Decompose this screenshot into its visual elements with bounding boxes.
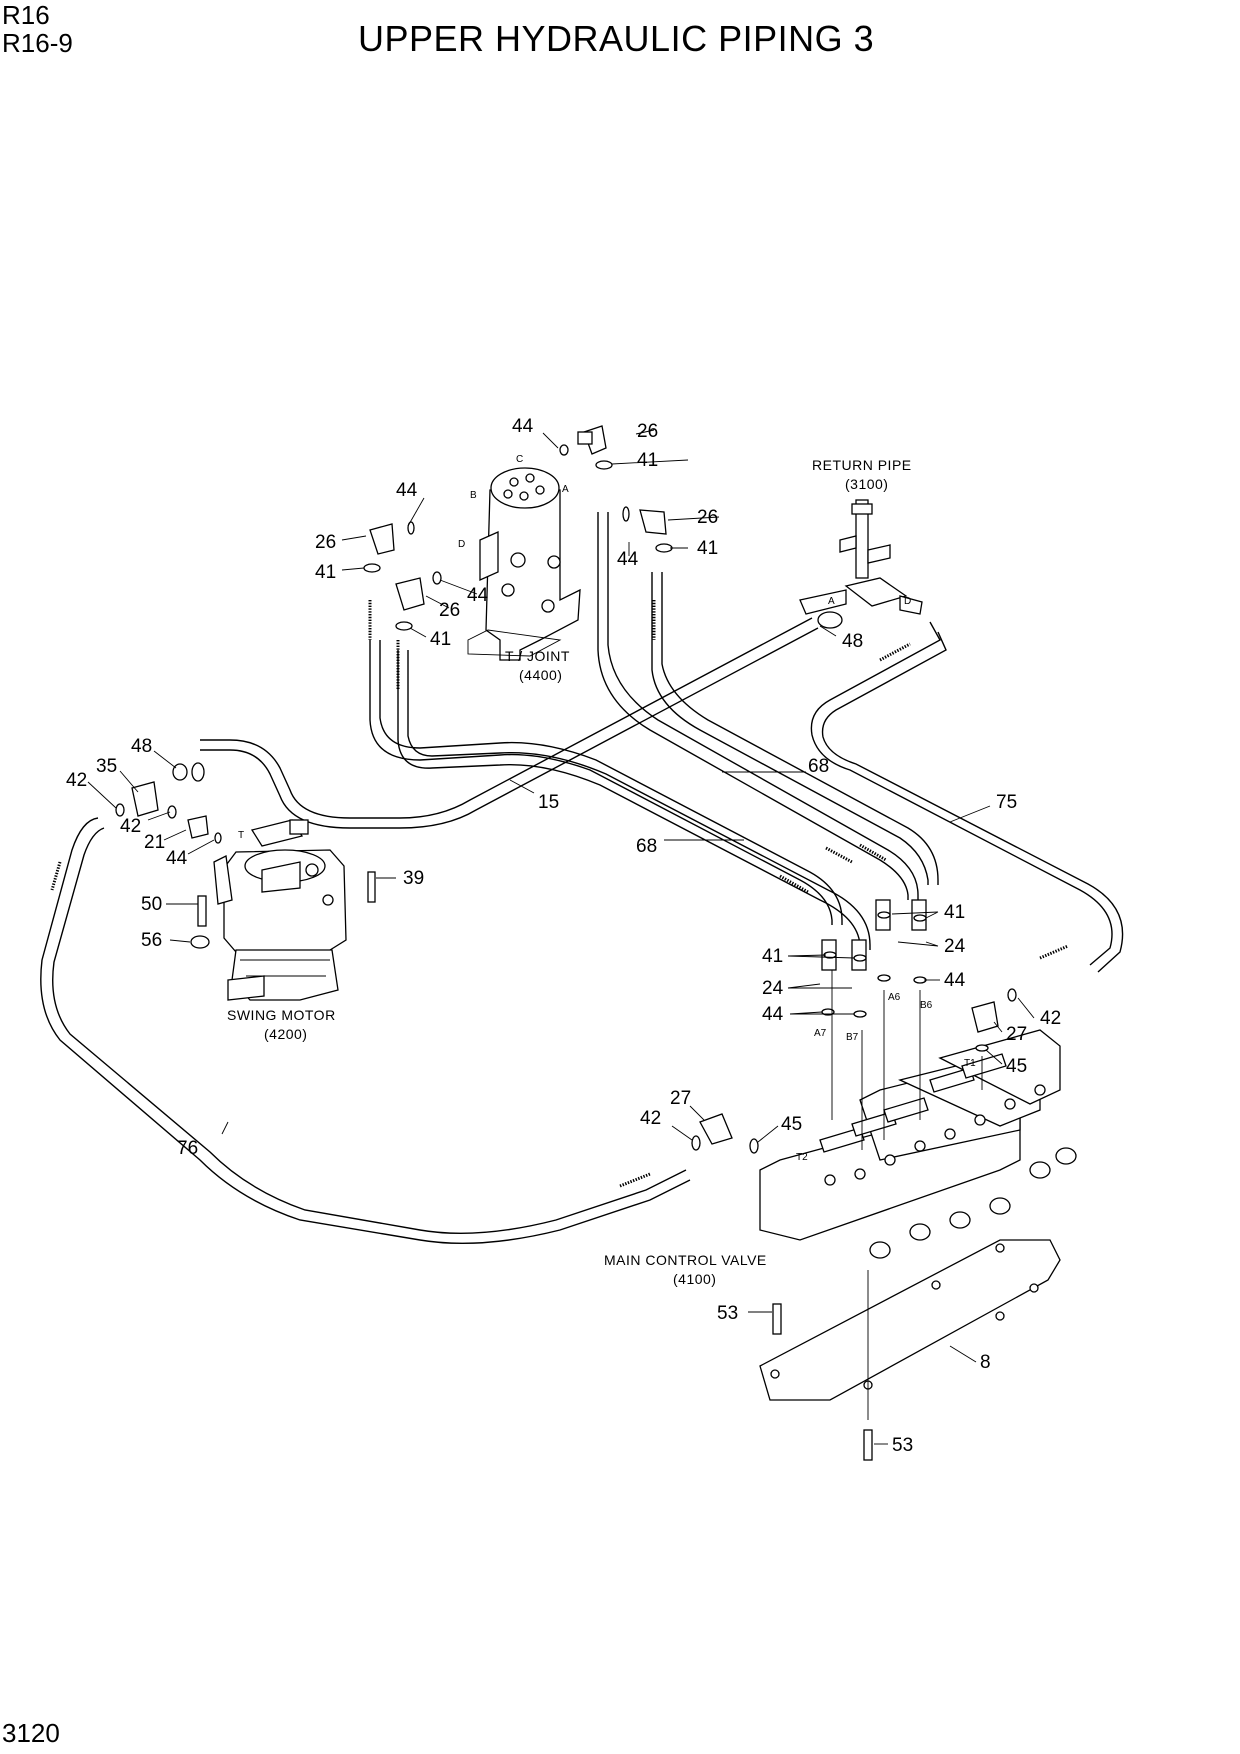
callout-41-a: 41	[697, 538, 718, 559]
port-label-t1: T1	[964, 1058, 976, 1069]
callout-21: 21	[144, 832, 165, 853]
t-joint-name: T / JOINT	[505, 648, 570, 664]
port-label-b6: B6	[920, 1000, 933, 1011]
callout-26-top: 26	[637, 421, 658, 442]
callout-45-t2: 45	[781, 1114, 802, 1135]
swing-motor-assembly	[213, 819, 347, 1001]
port-label-tj-a: A	[562, 484, 569, 495]
callout-44-right: 44	[944, 970, 966, 991]
callout-44-d: 44	[467, 585, 489, 606]
port-label-rp-d: D	[904, 596, 911, 607]
callout-24-left: 24	[762, 978, 784, 999]
fittings	[115, 425, 1017, 1461]
port-label-sm-t: T	[238, 830, 244, 841]
page-title: UPPER HYDRAULIC PIPING 3	[358, 18, 875, 59]
page-number: 3120	[2, 1718, 60, 1748]
callout-44-b: 44	[396, 480, 418, 501]
port-label-tj-b: B	[470, 490, 477, 501]
port-label-tj-d: D	[458, 539, 465, 550]
callout-42-mid: 42	[120, 816, 141, 837]
callout-42-t2: 42	[640, 1108, 661, 1129]
callout-27-right: 27	[1006, 1024, 1027, 1045]
port-label-tj-c: C	[516, 454, 523, 465]
callout-39: 39	[403, 868, 424, 889]
main-control-valve-code: (4100)	[673, 1271, 716, 1287]
callout-44-top: 44	[512, 416, 534, 437]
port-label-rp-a: A	[828, 596, 835, 607]
callout-35: 35	[96, 756, 117, 777]
swing-motor-code: (4200)	[264, 1026, 307, 1042]
port-label-a7: A7	[814, 1028, 827, 1039]
callout-76: 76	[177, 1138, 198, 1159]
leader-lines	[87, 429, 1035, 1445]
port-label-a6: A6	[888, 992, 901, 1003]
swing-motor-name: SWING MOTOR	[227, 1007, 336, 1023]
callout-41-d: 41	[430, 629, 451, 650]
callout-48-return: 48	[842, 631, 863, 652]
callout-41-left: 41	[762, 946, 783, 967]
t-joint-code: (4400)	[519, 667, 562, 683]
main-control-valve-assembly	[759, 1029, 1077, 1401]
port-label-b7: B7	[846, 1032, 859, 1043]
callout-68-left: 68	[636, 836, 657, 857]
callout-41-right: 41	[944, 902, 965, 923]
callout-75: 75	[996, 792, 1017, 813]
callout-8: 8	[980, 1352, 991, 1373]
callout-44-motor: 44	[166, 848, 188, 869]
callout-42-right: 42	[1040, 1008, 1061, 1029]
callout-68-right: 68	[808, 756, 829, 777]
callout-26-d: 26	[439, 600, 460, 621]
model-label: R16	[2, 0, 50, 30]
callout-41-b: 41	[315, 562, 336, 583]
callout-48-motor: 48	[131, 736, 152, 757]
section-label: R16-9	[2, 28, 73, 58]
main-control-valve-name: MAIN CONTROL VALVE	[604, 1252, 767, 1268]
callout-41-top: 41	[637, 450, 658, 471]
callout-27-t2: 27	[670, 1088, 691, 1109]
callout-24-right: 24	[944, 936, 966, 957]
callout-42-left: 42	[66, 770, 87, 791]
callout-44-a: 44	[617, 549, 639, 570]
callout-53-top: 53	[717, 1303, 738, 1324]
port-label-t2: T2	[796, 1152, 808, 1163]
callout-44-left: 44	[762, 1004, 784, 1025]
return-pipe-name: RETURN PIPE	[812, 457, 912, 473]
t-joint-assembly	[467, 467, 581, 661]
callout-26-a: 26	[697, 507, 718, 528]
callout-56: 56	[141, 930, 162, 951]
callout-26-b: 26	[315, 532, 336, 553]
callout-15: 15	[538, 792, 559, 813]
return-pipe-assembly	[799, 499, 923, 615]
callout-45-right: 45	[1006, 1056, 1027, 1077]
callout-53-bottom: 53	[892, 1435, 913, 1456]
callout-50: 50	[141, 894, 162, 915]
return-pipe-code: (3100)	[845, 476, 888, 492]
